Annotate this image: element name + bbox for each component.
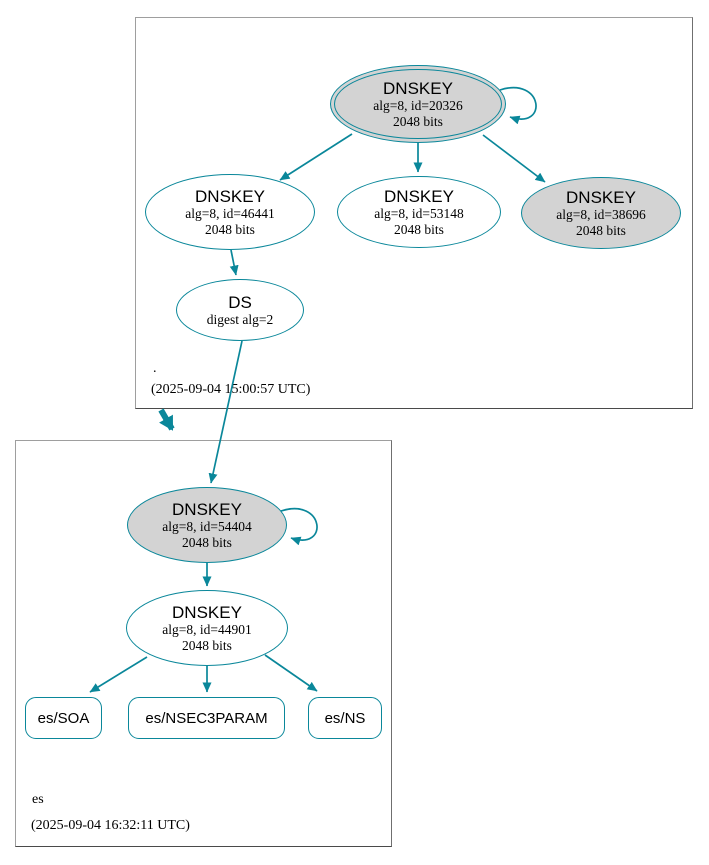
node-digest: digest alg=2 (206, 311, 274, 327)
node-bits: 2048 bits (205, 221, 255, 237)
zone-timestamp-es: (2025-09-04 16:32:11 UTC) (31, 818, 190, 833)
edge-zsk46441-to-ds (229, 249, 239, 276)
dnskey-node-53148: DNSKEY alg=8, id=53148 2048 bits (337, 176, 501, 248)
dnskey-node-54404-ksk: DNSKEY alg=8, id=54404 2048 bits (127, 487, 287, 563)
node-bits: 2048 bits (394, 221, 444, 237)
node-title: DNSKEY (384, 186, 454, 206)
rrset-es-soa: es/SOA (25, 697, 102, 739)
node-alg-id: alg=8, id=38696 (556, 206, 646, 222)
node-bits: 2048 bits (576, 222, 626, 238)
dnskey-node-38696: DNSKEY alg=8, id=38696 2048 bits (521, 177, 681, 249)
ds-node: DS digest alg=2 (176, 279, 304, 341)
node-alg-id: alg=8, id=44901 (162, 621, 252, 637)
node-bits: 2048 bits (393, 113, 443, 129)
node-alg-id: alg=8, id=46441 (185, 205, 275, 221)
self-loop-ksk54404 (280, 507, 318, 546)
node-title: DNSKEY (383, 78, 453, 98)
edge-ds-to-ksk54404 (208, 340, 243, 484)
edge-zsk44901-to-soa (89, 656, 148, 693)
edge-zsk44901-to-ns (264, 654, 318, 692)
rrset-es-nsec3param: es/NSEC3PARAM (128, 697, 285, 739)
node-title: DS (228, 292, 252, 312)
edge-ksk20326-to-zsk46441 (279, 133, 353, 181)
node-bits: 2048 bits (182, 534, 232, 550)
node-alg-id: alg=8, id=20326 (373, 97, 463, 113)
dnskey-node-46441: DNSKEY alg=8, id=46441 2048 bits (145, 174, 315, 250)
dnskey-node-20326-ksk: DNSKEY alg=8, id=20326 2048 bits (330, 65, 506, 143)
node-title: DNSKEY (172, 602, 242, 622)
node-bits: 2048 bits (182, 637, 232, 653)
rrset-es-ns: es/NS (308, 697, 382, 739)
zone-label-root: . (153, 361, 157, 376)
edge-ksk20326-to-zsk38696 (482, 134, 546, 183)
node-alg-id: alg=8, id=53148 (374, 205, 464, 221)
dnskey-node-44901: DNSKEY alg=8, id=44901 2048 bits (126, 590, 288, 666)
node-title: DNSKEY (566, 187, 636, 207)
node-alg-id: alg=8, id=54404 (162, 518, 252, 534)
node-title: DNSKEY (172, 499, 242, 519)
zone-label-es: es (32, 792, 44, 807)
self-loop-ksk20326 (499, 86, 537, 125)
node-title: DNSKEY (195, 186, 265, 206)
node-text: DNSKEY alg=8, id=20326 2048 bits (373, 79, 462, 129)
delegation-arrow-root-to-es (158, 408, 175, 431)
